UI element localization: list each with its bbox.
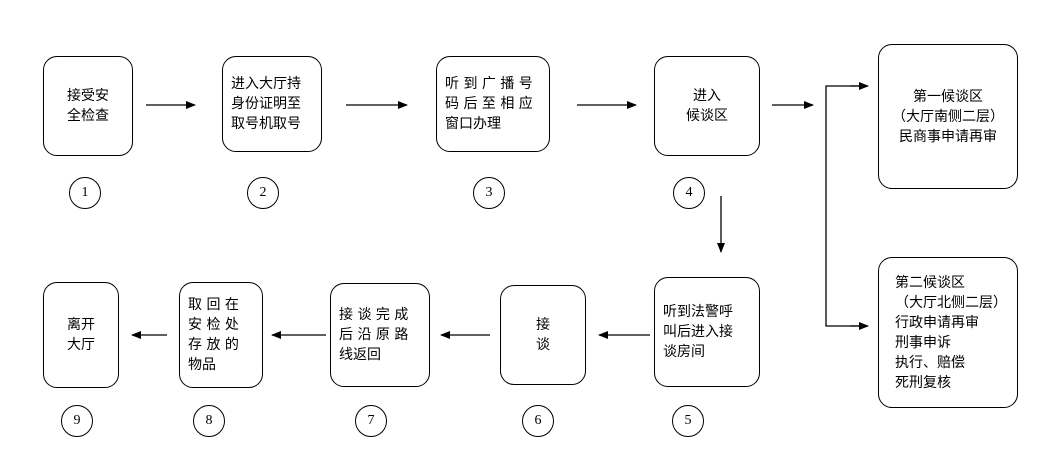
waiting-area-line: 行政申请再审 xyxy=(895,314,979,331)
step-label: 离开 大厅 xyxy=(44,315,118,355)
step-number-5: 5 xyxy=(672,405,704,437)
step-label: 听到法警呼 叫后进入接 谈房间 xyxy=(655,302,759,362)
step-label-line: 线返回 xyxy=(339,347,381,363)
waiting-area-label: 第一候谈区 （大厅南侧二层） 民商事申请再审 xyxy=(879,87,1017,147)
step-box-7: 接 谈 完 成 后 沿 原 路 线返回 xyxy=(330,283,430,387)
waiting-area-line: 刑事申诉 xyxy=(895,334,951,351)
waiting-area-2: 第二候谈区 （大厅北侧二层） 行政申请再审 刑事申诉 执行、赔偿 死刑复核 xyxy=(878,257,1018,408)
waiting-area-1: 第一候谈区 （大厅南侧二层） 民商事申请再审 xyxy=(878,44,1018,189)
step-number-1: 1 xyxy=(69,177,101,209)
step-box-1: 接受安 全检查 xyxy=(43,56,133,156)
step-label: 接受安 全检查 xyxy=(44,86,132,126)
step-label: 取 回 在 安 检 处 存 放 的 物品 xyxy=(180,295,262,375)
waiting-area-line: （大厅北侧二层） xyxy=(895,294,1007,311)
step-number-8: 8 xyxy=(193,405,225,437)
waiting-area-line: （大厅南侧二层） xyxy=(892,108,1004,125)
step-label-line: 物品 xyxy=(188,357,216,373)
step-number-7: 7 xyxy=(355,405,387,437)
step-label-line: 叫后进入接 xyxy=(663,324,733,340)
step-label-line: 候谈区 xyxy=(686,108,728,124)
step-number-6: 6 xyxy=(522,405,554,437)
step-label-line: 码 后 至 相 应 xyxy=(445,96,533,112)
step-label-line: 接受安 xyxy=(67,88,109,104)
step-label: 进入大厅持 身份证明至 取号机取号 xyxy=(223,74,321,134)
step-box-9: 离开 大厅 xyxy=(43,282,119,388)
step-label-line: 离开 xyxy=(67,317,95,333)
waiting-area-line: 第二候谈区 xyxy=(895,274,965,291)
step-box-2: 进入大厅持 身份证明至 取号机取号 xyxy=(222,56,322,152)
step-label-line: 接 xyxy=(536,317,550,333)
step-number-2: 2 xyxy=(247,177,279,209)
step-label-line: 取 回 在 xyxy=(188,297,239,313)
step-box-6: 接 谈 xyxy=(500,285,586,385)
step-box-5: 听到法警呼 叫后进入接 谈房间 xyxy=(654,277,760,387)
step-label-line: 安 检 处 xyxy=(188,317,239,333)
waiting-area-label: 第二候谈区 （大厅北侧二层） 行政申请再审 刑事申诉 执行、赔偿 死刑复核 xyxy=(879,273,1017,393)
step-label-line: 后 沿 原 路 xyxy=(339,327,409,343)
waiting-area-line: 死刑复核 xyxy=(895,374,951,391)
step-box-4: 进入 候谈区 xyxy=(654,56,760,156)
step-label-line: 谈 xyxy=(536,337,550,353)
step-label-line: 全检查 xyxy=(67,108,109,124)
step-label-line: 听到法警呼 xyxy=(663,304,733,320)
step-number-4: 4 xyxy=(673,177,705,209)
bracket-line xyxy=(825,85,866,327)
step-number-9: 9 xyxy=(61,405,93,437)
step-box-8: 取 回 在 安 检 处 存 放 的 物品 xyxy=(179,282,263,388)
step-label-line: 进入大厅持 xyxy=(231,76,301,92)
step-label-line: 进入 xyxy=(693,88,721,104)
step-label: 接 谈 完 成 后 沿 原 路 线返回 xyxy=(331,305,429,365)
waiting-area-line: 第一候谈区 xyxy=(913,88,983,105)
step-label-line: 取号机取号 xyxy=(231,116,301,132)
step-label-line: 窗口办理 xyxy=(445,116,501,132)
step-label-line: 身份证明至 xyxy=(231,96,301,112)
step-label-line: 谈房间 xyxy=(663,344,705,360)
step-number-3: 3 xyxy=(473,177,505,209)
waiting-area-line: 民商事申请再审 xyxy=(899,128,997,145)
step-label-line: 存 放 的 xyxy=(188,337,239,353)
step-label-line: 大厅 xyxy=(67,337,95,353)
waiting-area-line: 执行、赔偿 xyxy=(895,354,965,371)
step-label-line: 听 到 广 播 号 xyxy=(445,76,533,92)
step-label: 进入 候谈区 xyxy=(655,86,759,126)
step-label: 听 到 广 播 号 码 后 至 相 应 窗口办理 xyxy=(437,74,549,134)
step-label-line: 接 谈 完 成 xyxy=(339,307,409,323)
step-label: 接 谈 xyxy=(501,315,585,355)
step-box-3: 听 到 广 播 号 码 后 至 相 应 窗口办理 xyxy=(436,56,550,152)
